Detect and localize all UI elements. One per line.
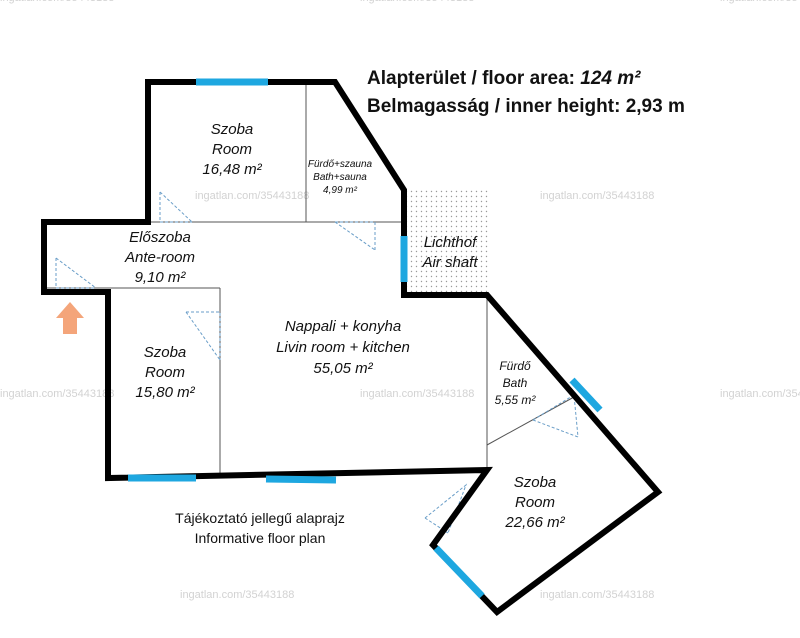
watermark: ingatlan.com/35443188 <box>720 0 800 4</box>
air-shaft-area <box>404 190 488 295</box>
watermark: ingatlan.com/35443188 <box>540 190 655 202</box>
watermark: ingatlan.com/35443188 <box>180 589 295 601</box>
floor-area-label: Alapterület / floor area: <box>367 68 575 89</box>
watermark: ingatlan.com/35443188 <box>0 0 114 4</box>
living-room-area: 55,05 m² <box>313 360 373 377</box>
bath-en: Bath <box>502 376 528 390</box>
anteroom-label: Előszoba Ante-room 9,10 m² <box>100 228 220 288</box>
anteroom-hu: Előszoba <box>129 229 191 246</box>
watermark: ingatlan.com/35443188 <box>0 388 115 400</box>
air-shaft-en: Air shaft <box>422 254 478 271</box>
bath-sauna-en: Bath+sauna <box>313 172 367 183</box>
room-bottom-label: Szoba Room 22,66 m² <box>480 473 590 533</box>
watermark: ingatlan.com/35443188 <box>540 589 655 601</box>
floor-area-header: Alapterület / floor area: 124 m² <box>367 68 640 90</box>
watermark: ingatlan.com/35443188 <box>360 388 475 400</box>
bath-sauna-label: Fürdő+szauna Bath+sauna 4,99 m² <box>300 158 380 197</box>
inner-height-header: Belmagasság / inner height: 2,93 m <box>367 96 685 118</box>
anteroom-en: Ante-room <box>124 249 196 266</box>
bath-sauna-area: 4,99 m² <box>323 185 357 196</box>
bath-hu: Fürdő <box>499 359 531 373</box>
bath-area: 5,55 m² <box>494 393 536 407</box>
air-shaft-hu: Lichthof <box>423 234 477 251</box>
floor-area-value: 124 m² <box>580 68 641 89</box>
living-room-en: Livin room + kitchen <box>276 339 410 356</box>
room-bottom-hu: Szoba <box>513 474 557 491</box>
plan-note-hu: Tájékoztató jellegű alaprajz <box>175 510 345 526</box>
inner-height-label: Belmagasság / inner height: <box>367 96 621 117</box>
room-left-area: 15,80 m² <box>135 384 195 401</box>
room-left-en: Room <box>144 364 185 381</box>
air-shaft-label: Lichthof Air shaft <box>410 233 490 273</box>
window-bath <box>569 377 603 413</box>
room-top-area: 16,48 m² <box>202 161 262 178</box>
outer-walls <box>41 79 663 616</box>
living-room-label: Nappali + konyha Livin room + kitchen 55… <box>253 316 433 379</box>
living-room-hu: Nappali + konyha <box>284 318 402 335</box>
room-left-label: Szoba Room 15,80 m² <box>110 343 220 403</box>
plan-note: Tájékoztató jellegű alaprajz Informative… <box>150 508 370 548</box>
room-top-en: Room <box>211 141 252 158</box>
room-bottom-area: 22,66 m² <box>505 514 565 531</box>
room-bottom-en: Room <box>514 494 555 511</box>
watermark: ingatlan.com/35443188 <box>195 190 310 202</box>
anteroom-area: 9,10 m² <box>134 269 186 286</box>
room-top-label: Szoba Room 16,48 m² <box>172 120 292 180</box>
windows <box>128 78 485 599</box>
entrance-arrow-icon <box>56 302 84 334</box>
bath-label: Fürdő Bath 5,55 m² <box>480 358 550 409</box>
room-top-hu: Szoba <box>210 121 254 138</box>
bath-sauna-hu: Fürdő+szauna <box>307 159 373 170</box>
watermark: ingatlan.com/35443188 <box>720 388 800 400</box>
room-left-hu: Szoba <box>143 344 187 361</box>
watermark: ingatlan.com/35443188 <box>360 0 474 4</box>
inner-height-value: 2,93 m <box>625 96 685 117</box>
plan-note-en: Informative floor plan <box>194 530 326 546</box>
